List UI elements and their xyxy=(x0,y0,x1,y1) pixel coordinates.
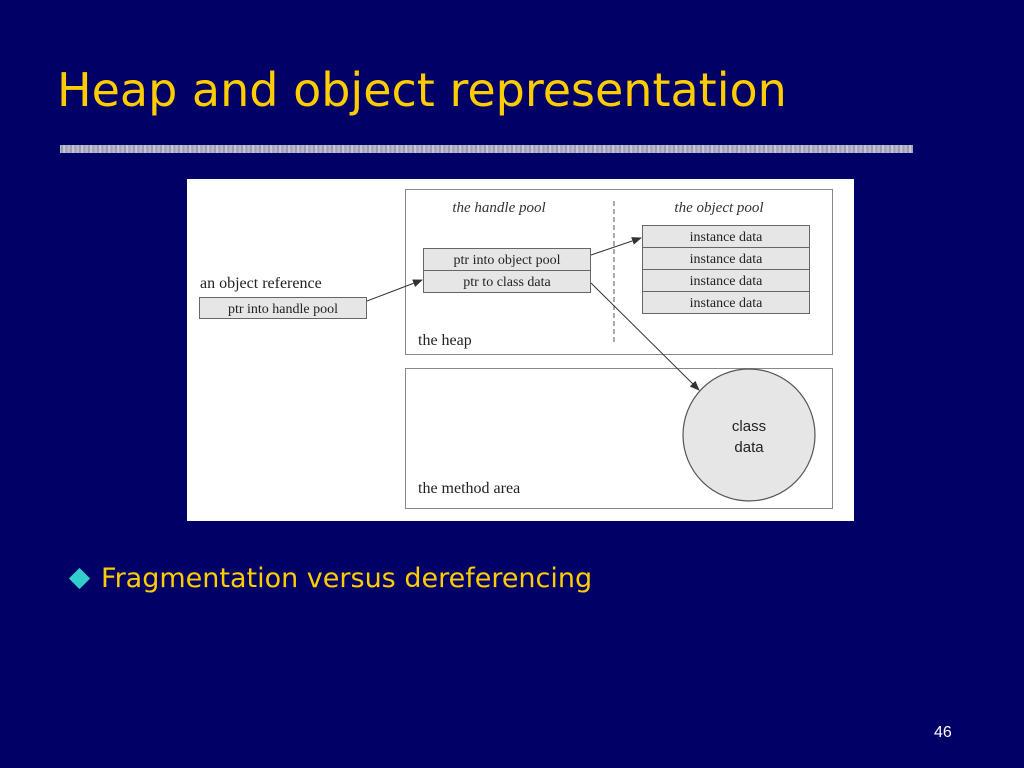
class-data-text-line1: class xyxy=(732,418,766,435)
arrow-handle-to-object xyxy=(590,237,642,256)
slide-title: Heap and object representation xyxy=(57,63,787,117)
handle-pointer-cell xyxy=(199,297,367,319)
heap-box xyxy=(405,189,833,355)
handle-entry-class-text: ptr to class data xyxy=(463,275,551,290)
object-pool-label: the object pool xyxy=(674,200,763,216)
instance-data-list: instance data instance data instance dat… xyxy=(642,225,810,314)
heap-diagram: the handle pool the object pool an objec… xyxy=(187,179,854,521)
class-data-text-line2: data xyxy=(734,439,764,456)
instance-data-text: instance data xyxy=(690,274,763,289)
bullet-text: Fragmentation versus dereferencing xyxy=(101,563,593,594)
page-number: 46 xyxy=(934,724,952,741)
heap-label: the heap xyxy=(418,332,472,349)
handle-pointer-text: ptr into handle pool xyxy=(228,302,338,317)
bullet-item: Fragmentation versus dereferencing xyxy=(68,563,592,594)
arrow-handle-to-class-data xyxy=(590,282,700,391)
instance-data-text: instance data xyxy=(690,230,763,245)
object-reference-label: an object reference xyxy=(200,275,322,292)
diamond-bullet-icon xyxy=(68,567,91,590)
method-area-label: the method area xyxy=(418,480,520,497)
method-area-box xyxy=(405,368,833,509)
instance-data-text: instance data xyxy=(690,252,763,267)
heap-diagram-svg: the handle pool the object pool an objec… xyxy=(199,189,833,509)
handle-entry-object-text: ptr into object pool xyxy=(454,253,561,268)
instance-data-cell xyxy=(642,291,810,314)
arrow-reference-to-handle xyxy=(366,279,423,302)
class-data-circle xyxy=(682,368,816,502)
handle-entry-class-cell xyxy=(423,270,591,293)
handle-pool-label: the handle pool xyxy=(452,200,545,216)
title-divider xyxy=(60,145,913,153)
instance-data-text: instance data xyxy=(690,296,763,311)
